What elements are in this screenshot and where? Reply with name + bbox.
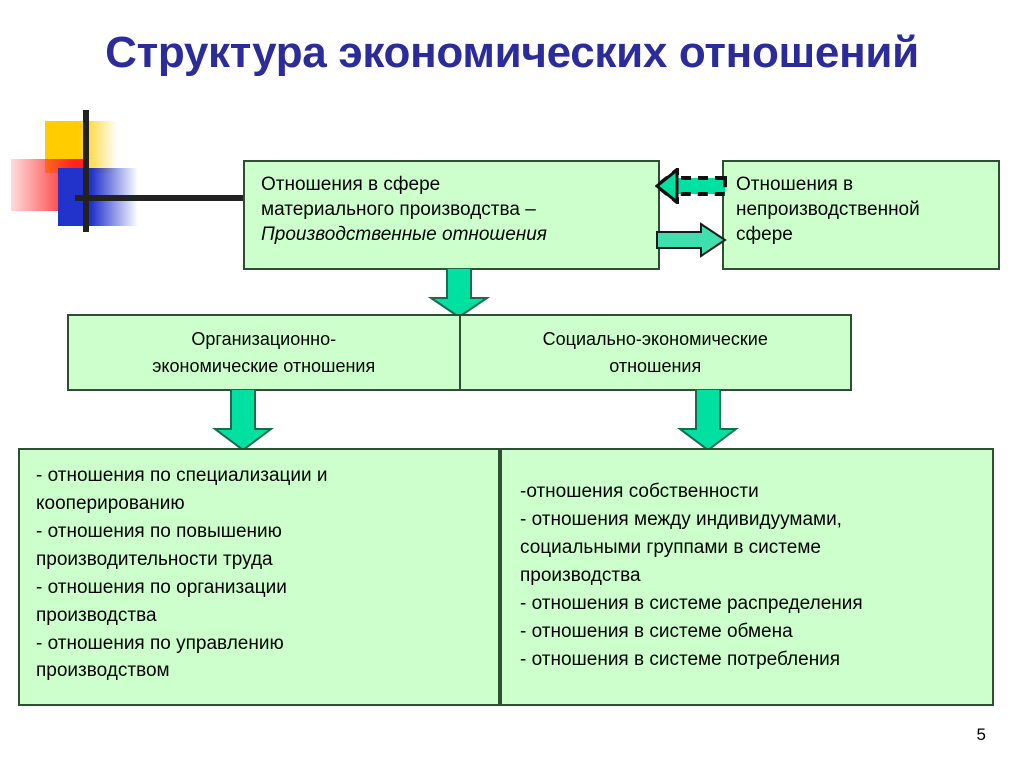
arrow-left-dashed-icon — [655, 168, 727, 204]
box-organizational-economic-line-2: экономические отношения — [152, 355, 376, 376]
arrow-right-icon — [655, 220, 727, 260]
box-nonproduction-sphere-line-3: сфере — [736, 224, 793, 246]
arrow-down-icon — [211, 389, 275, 451]
box-organizational-economic-line-1: Организационно- — [191, 329, 337, 350]
org-list-line-4: производительности труда — [36, 548, 273, 570]
box-material-production-line-2: материального производства – — [261, 199, 536, 221]
box-relation-types: Организационно- экономические отношения … — [67, 314, 852, 391]
org-list-line-8: производством — [36, 660, 170, 682]
page-title: Структура экономических отношений — [105, 28, 919, 77]
org-list-line-3: - отношения по повышению — [36, 520, 282, 542]
arrow-down-icon — [676, 389, 740, 451]
social-list-line-3: социальными группами в системе — [520, 536, 821, 558]
social-list-line-1: -отношения собственности — [520, 481, 759, 502]
social-list-line-6: - отношения в системе обмена — [520, 620, 793, 642]
arrow-down-icon — [427, 268, 491, 318]
social-list-line-4: производства — [520, 564, 641, 586]
org-list-line-7: - отношения по управлению — [36, 632, 284, 654]
box-material-production-line-3: Производственные отношения — [261, 224, 547, 246]
decorative-blue-square — [58, 168, 138, 226]
decorative-vertical-line — [83, 110, 89, 232]
decorative-yellow-square — [45, 121, 117, 173]
org-list-line-5: - отношения по организации — [36, 576, 287, 598]
org-list-line-6: производства — [36, 604, 157, 626]
box-nonproduction-sphere: Отношения в непроизводственной сфере — [722, 160, 1000, 270]
social-list-line-5: - отношения в системе распределения — [520, 592, 863, 614]
box-social-economic-line-2: отношения — [609, 355, 702, 376]
social-list-line-2: - отношения между индивидуумами, — [520, 508, 842, 530]
box-organizational-economic: Организационно- экономические отношения — [69, 316, 461, 389]
box-material-production-line-1: Отношения в сфере — [261, 174, 441, 195]
box-nonproduction-sphere-line-2: непроизводственной — [736, 199, 920, 221]
social-list-line-7: - отношения в системе потребления — [520, 648, 841, 670]
org-list-line-1: - отношения по специализации и — [36, 465, 328, 486]
box-social-economic: Социально-экономические отношения — [461, 316, 851, 389]
box-social-economic-line-1: Социально-экономические — [542, 329, 768, 350]
decorative-horizontal-line — [75, 195, 243, 201]
box-material-production: Отношения в сфере материального производ… — [243, 160, 660, 270]
box-organizational-relations-list: - отношения по специализации и коопериро… — [18, 448, 500, 706]
decorative-red-square — [11, 159, 83, 211]
box-social-relations-list: -отношения собственности - отношения меж… — [500, 448, 994, 706]
page-number: 5 — [976, 725, 986, 744]
box-nonproduction-sphere-line-1: Отношения в — [736, 174, 854, 195]
org-list-line-2: кооперированию — [36, 492, 185, 514]
